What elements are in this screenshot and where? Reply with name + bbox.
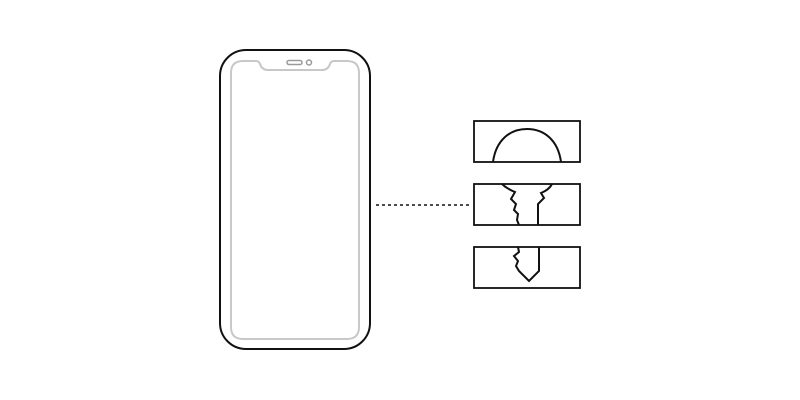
layer-box-dome [473,120,581,163]
key-tip-icon [512,246,540,283]
phone-body [219,49,371,350]
layer-frame-1 [473,120,581,163]
layer-box-tip [473,246,581,289]
smartphone-icon [219,49,371,350]
layer-frame-2 [473,183,581,226]
key-neck-icon [501,183,553,226]
phone-screen-outline [230,60,360,340]
layer-frame-3 [473,246,581,289]
earpiece-icon [286,59,303,66]
camera-icon [305,59,313,66]
key-head-dome-icon [492,127,562,163]
layer-box-neck [473,183,581,226]
